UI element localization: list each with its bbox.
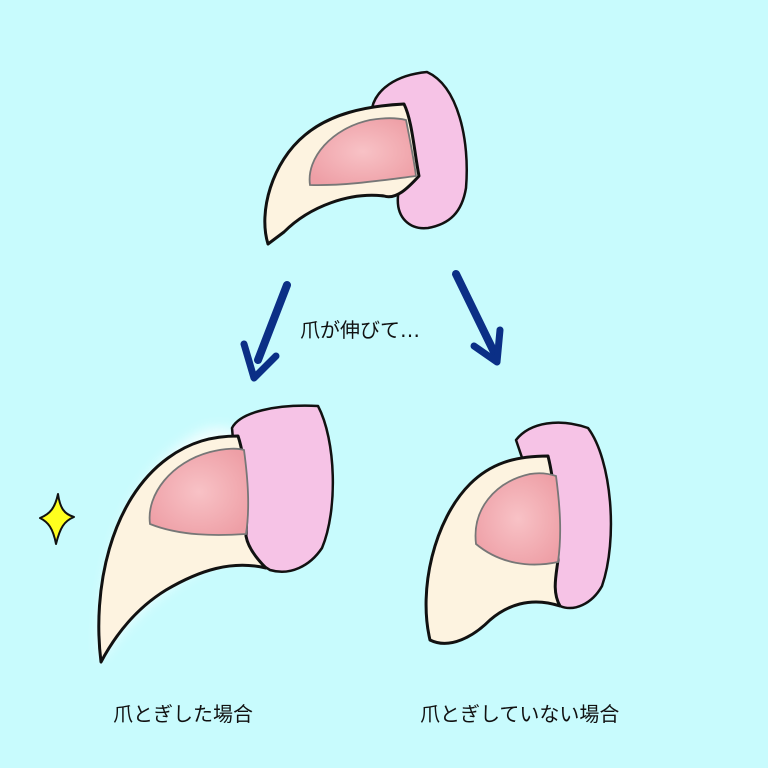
scratched-caption: 爪とぎした場合: [113, 702, 253, 726]
claw-quick: [148, 447, 250, 536]
claw-top: [263, 70, 468, 246]
growing-caption: 爪が伸びて…: [300, 318, 420, 342]
claw-unsharpened: [424, 421, 613, 645]
claw-quick: [474, 472, 562, 566]
claw-quick: [308, 117, 418, 187]
arrow-down-icon: [452, 270, 504, 366]
not-scratched-caption: 爪とぎしていない場合: [420, 702, 620, 726]
claw-sharpened: [97, 404, 335, 664]
arrow-down-icon: [240, 281, 291, 382]
sparkle-icon: [39, 493, 75, 545]
